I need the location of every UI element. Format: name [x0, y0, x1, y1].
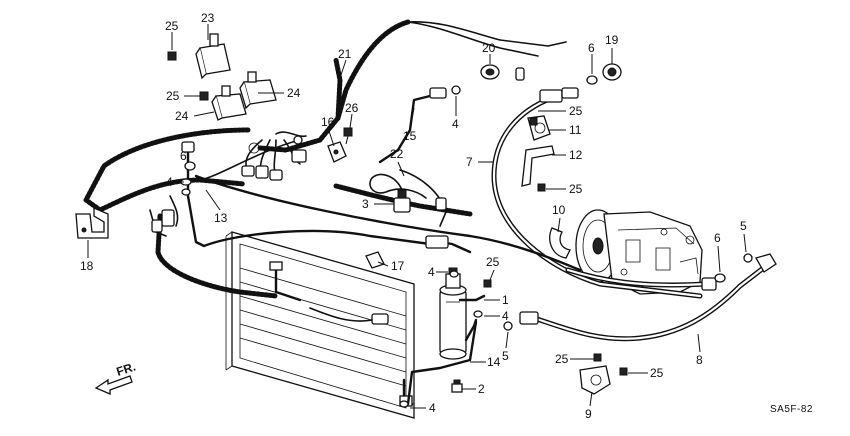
callout-4: 4 — [166, 175, 173, 189]
callout-25: 25 — [650, 366, 664, 380]
front-direction-label: FR. — [115, 360, 138, 379]
callout-4: 4 — [452, 117, 459, 131]
callout-26: 26 — [345, 101, 359, 115]
pipes — [181, 87, 582, 406]
part-22 — [399, 169, 447, 227]
callout-19: 19 — [605, 33, 619, 47]
callout-6: 6 — [180, 149, 187, 163]
o-ring-6 — [184, 75, 726, 283]
callout-24: 24 — [287, 86, 301, 100]
condenser — [225, 231, 415, 419]
callout-24: 24 — [175, 109, 189, 123]
grommet-20 — [480, 64, 525, 81]
callout-4: 4 — [428, 265, 435, 279]
diagram-code: SA5F-82 — [770, 404, 813, 415]
callout-21: 21 — [338, 47, 352, 61]
sensor-3 — [369, 173, 427, 213]
compressor — [575, 209, 703, 295]
callout-20: 20 — [482, 41, 496, 55]
relay-24b — [211, 85, 247, 121]
callout-25: 25 — [555, 352, 569, 366]
hose-to-compressor — [565, 267, 717, 291]
callout-5: 5 — [740, 219, 747, 233]
callout-17: 17 — [391, 259, 405, 273]
callout-14: 14 — [487, 355, 501, 369]
callout-25: 25 — [569, 104, 583, 118]
plug-2 — [451, 379, 463, 393]
callout-4: 4 — [502, 309, 509, 323]
callout-25: 25 — [569, 182, 583, 196]
callout-13: 13 — [214, 211, 228, 225]
wire-harness-21 — [83, 19, 567, 322]
callout-25: 25 — [165, 19, 179, 33]
bolt-26 — [343, 127, 353, 145]
callout-25: 25 — [486, 255, 500, 269]
relay-24a — [239, 71, 277, 110]
relay-connectors — [241, 131, 307, 181]
relay-23 — [195, 33, 231, 80]
callout-23: 23 — [201, 11, 215, 25]
callout-18: 18 — [80, 259, 94, 273]
bracket-9 — [579, 365, 611, 395]
part-19 — [602, 63, 622, 81]
callout-6: 6 — [714, 231, 721, 245]
clip-16 — [327, 141, 347, 163]
callout-12: 12 — [569, 148, 583, 162]
callout-9: 9 — [585, 407, 592, 421]
callout-5: 5 — [502, 349, 509, 363]
clip-17 — [365, 251, 385, 269]
bracket-12 — [521, 145, 555, 187]
callout-labels: 25 23 21 25 24 24 26 16 15 4 20 6 19 25 … — [80, 11, 813, 421]
front-direction-arrow: FR. — [94, 360, 138, 395]
callout-6: 6 — [588, 41, 595, 55]
leader-lines — [87, 24, 747, 409]
callout-22: 22 — [390, 147, 404, 161]
callout-25: 25 — [166, 89, 180, 103]
callout-11: 11 — [569, 123, 582, 137]
callout-3: 3 — [362, 197, 369, 211]
bracket-18 — [75, 207, 109, 239]
clamp-10 — [549, 227, 571, 259]
callout-2: 2 — [478, 382, 485, 396]
discharge-hose-8 — [519, 253, 777, 342]
callout-7: 7 — [466, 155, 473, 169]
callout-15: 15 — [403, 129, 417, 143]
callout-4: 4 — [429, 401, 436, 415]
callout-1: 1 — [502, 293, 509, 307]
callout-16: 16 — [321, 115, 335, 129]
callout-8: 8 — [696, 353, 703, 367]
callout-10: 10 — [552, 203, 566, 217]
